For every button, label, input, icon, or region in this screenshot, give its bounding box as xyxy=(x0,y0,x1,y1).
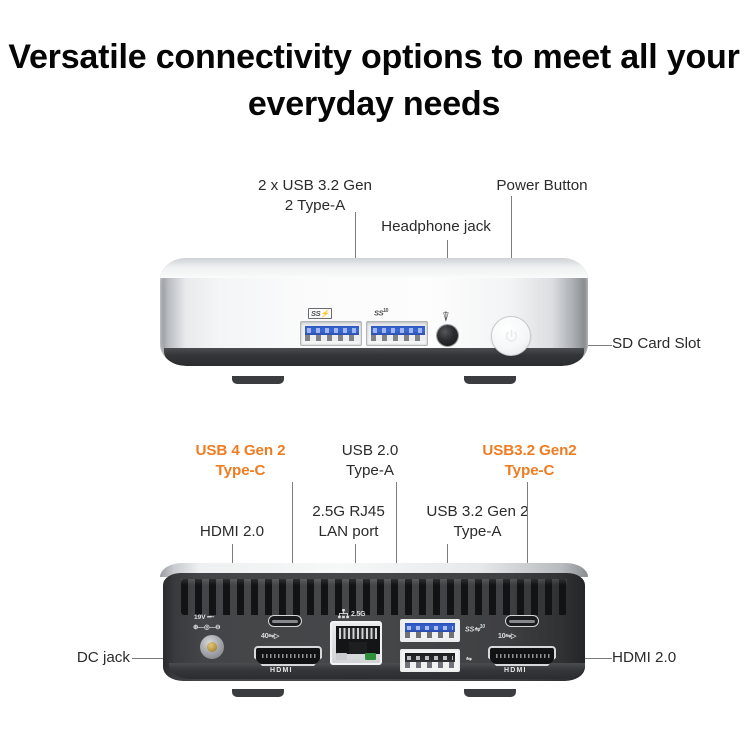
power-icon xyxy=(505,329,517,342)
usb-c-port-right[interactable] xyxy=(505,615,539,627)
ventilation-grille xyxy=(181,579,567,615)
usb-c-right-mark: 10⇋▷ xyxy=(498,633,517,640)
usb-a-2-ss-mark: SS10 xyxy=(374,308,388,318)
lan-speed-text: 2.5G xyxy=(351,610,366,618)
front-chassis xyxy=(160,258,588,366)
dc-polarity-icon: ⊕—◎—⊖ xyxy=(193,624,221,631)
ss-speed: 10 xyxy=(383,308,388,314)
leader-line-sd-card xyxy=(588,345,612,346)
leader-line-dc-jack xyxy=(132,658,176,659)
device-foot-right xyxy=(464,376,516,384)
ss-text: SS xyxy=(374,308,384,318)
chassis-top-highlight xyxy=(160,258,588,278)
label-sd-card-slot: SD Card Slot xyxy=(612,335,701,352)
usb-a-port-2[interactable] xyxy=(366,321,428,346)
label-dc-jack: DC jack xyxy=(76,649,130,666)
leader-line-usb-a-front xyxy=(355,212,356,300)
usb-a-port-white[interactable] xyxy=(400,649,460,672)
device-foot-left xyxy=(232,376,284,384)
network-icon xyxy=(338,609,349,619)
label-usb32-type-c: USB3.2 Gen2 Type-C xyxy=(482,442,577,479)
front-device: SS⚡ SS10 ⍒ xyxy=(160,258,588,384)
usb-a-1-ss-mark: SS⚡ xyxy=(308,308,333,319)
rear-device-foot-left xyxy=(232,689,284,697)
leader-line-hdmi-right xyxy=(560,658,612,659)
ss-text: SS xyxy=(465,626,474,634)
rj45-lan-port[interactable] xyxy=(330,621,382,665)
page-title: Versatile connectivity options to meet a… xyxy=(8,38,740,123)
chassis-base xyxy=(164,348,584,366)
hdmi-left-text: HDMI xyxy=(270,667,293,674)
dc-voltage-mark: 19V ━╌ xyxy=(194,614,214,621)
rear-device-foot-right xyxy=(464,689,516,697)
label-power-button: Power Button xyxy=(496,177,588,194)
headphone-icon: ⍒ xyxy=(442,309,450,324)
label-usb-a-front: 2 x USB 3.2 Gen 2 Type-A xyxy=(258,177,372,214)
label-usb32-type-a: USB 3.2 Gen 2 Type-A xyxy=(426,503,529,540)
rear-device: 19V ━╌ ⊕—◎—⊖ 40⇋▷ HDMI 2.5G xyxy=(160,563,588,697)
usb-c-left-mark: 40⇋▷ xyxy=(261,633,280,640)
rear-chassis-base xyxy=(169,663,585,679)
usb-a-port-blue[interactable] xyxy=(400,619,460,642)
lan-led-green xyxy=(365,653,376,660)
label-hdmi-right: HDMI 2.0 xyxy=(612,649,677,666)
label-usb4-type-c: USB 4 Gen 2 Type-C xyxy=(195,442,286,479)
usb-c-port-left[interactable] xyxy=(268,615,302,627)
lan-led-white xyxy=(336,653,347,660)
label-hdmi-left: HDMI 2.0 xyxy=(199,523,265,540)
label-headphone-jack: Headphone jack xyxy=(381,218,491,235)
usb-2-0-icon: ⇋ xyxy=(466,656,472,663)
ss-speed: 10 xyxy=(479,624,485,630)
usb-c-right-speed: 10 xyxy=(498,633,506,640)
leader-line-usb4-type-c xyxy=(292,482,293,632)
usb-c-left-speed: 40 xyxy=(261,633,269,640)
dc-voltage-text: 19V xyxy=(194,614,206,621)
power-button[interactable] xyxy=(491,316,531,356)
dc-jack-port[interactable] xyxy=(200,635,224,659)
hdmi-port-left[interactable] xyxy=(254,646,322,666)
lan-speed-mark: 2.5G xyxy=(338,609,366,619)
leader-line-power xyxy=(511,196,512,316)
headphone-jack-port[interactable] xyxy=(437,325,458,346)
usb-a-port-1[interactable] xyxy=(300,321,362,346)
hdmi-right-text: HDMI xyxy=(504,667,527,674)
label-rj45-lan: 2.5G RJ45 LAN port xyxy=(312,503,385,540)
usb-a-blue-mark: SS⇋10 xyxy=(465,624,485,634)
hdmi-port-right[interactable] xyxy=(488,646,556,666)
leader-line-usb32-type-c xyxy=(527,482,528,632)
ss-text: SS xyxy=(311,309,321,318)
label-usb20-type-a: USB 2.0 Type-A xyxy=(341,442,399,479)
